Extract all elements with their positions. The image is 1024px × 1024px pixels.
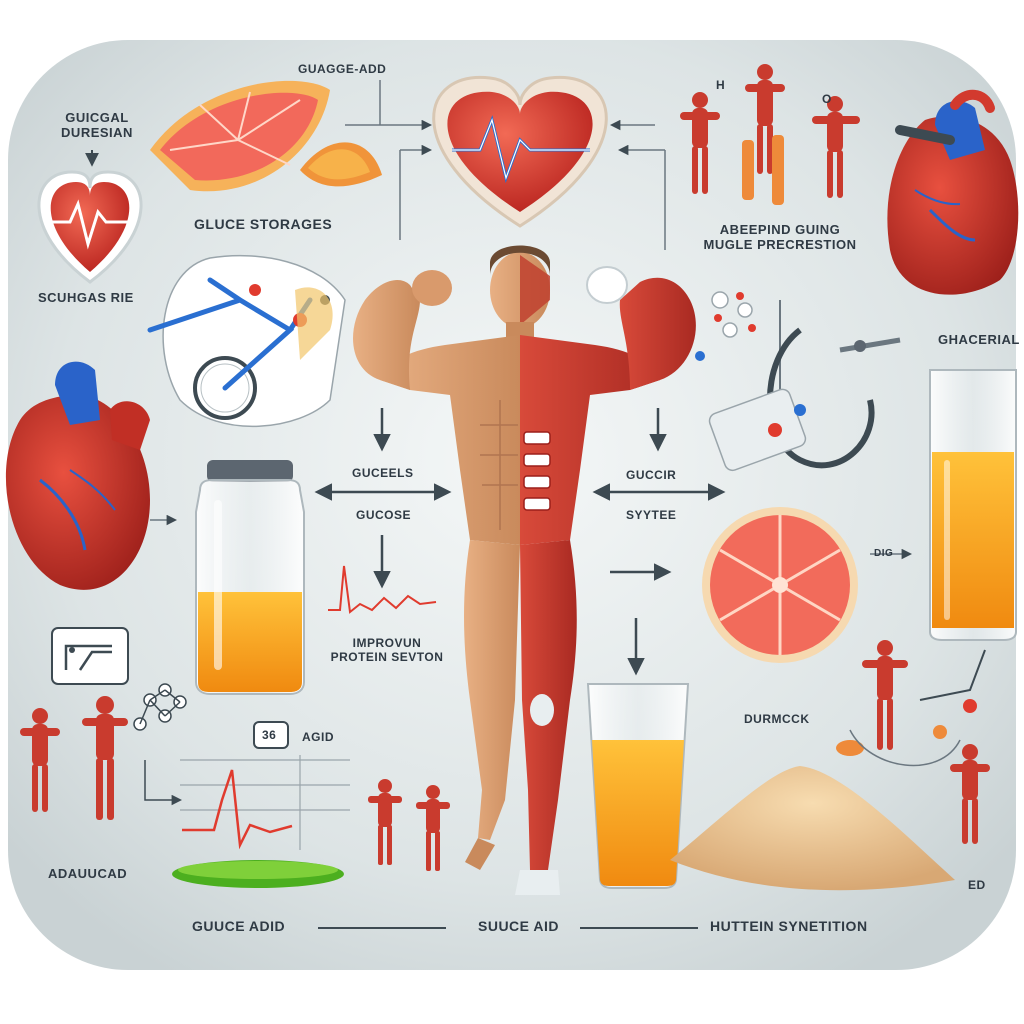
anatomical-heart-right [887, 89, 1019, 295]
label-top-center: GUAGGE-ADD [298, 62, 387, 76]
label-adaducad: ADAUUCAD [48, 866, 128, 881]
label-dig: DIG [874, 548, 894, 559]
juice-glass-right [870, 369, 1017, 641]
label-muscle-prep: ABEEPIND GUING MUGLE PRECRESTION [703, 222, 857, 252]
label-bottom-center: SUUCE AID [478, 918, 559, 934]
grapefruit-half [702, 507, 858, 663]
label-glucose-storage: GLUCE STORAGES [194, 216, 333, 232]
label-gauge-number: 36 [262, 728, 277, 742]
label-agid: AGID [302, 730, 334, 744]
powder-pile [670, 766, 955, 891]
label-improving: IMPROVUN PROTEIN SEVTON [330, 636, 444, 664]
label-h-letter: H [716, 78, 726, 92]
label-durmcck: DURMCCK [744, 712, 810, 726]
juice-bottle-left [195, 460, 305, 695]
muscle-figures-group-bottom [368, 779, 450, 871]
label-center-left-2: GUCOSE [356, 508, 412, 522]
label-ed: ED [968, 878, 986, 892]
bicycle-diagram [147, 254, 346, 427]
ecg-wave-small [328, 565, 437, 614]
label-center-right-2: SYYTEE [626, 508, 677, 522]
muscle-figures-group-left [20, 696, 128, 820]
central-muscle-figure [353, 245, 705, 895]
label-right-top: GHACERIAL [938, 332, 1020, 347]
lab-equipment-illustration [708, 291, 901, 472]
grapefruit-wedge-illustration [150, 80, 382, 192]
juice-glass-center [586, 683, 690, 889]
label-center-right-1: GUCCIR [626, 468, 677, 482]
central-heart-icon [432, 75, 608, 228]
small-heart-icon [37, 150, 143, 284]
molecule-structure [133, 683, 187, 731]
label-left-mid: SCUHGAS RIE [38, 290, 134, 305]
label-center-left-1: GUCEELS [352, 466, 414, 480]
muscle-figures-group-right [836, 640, 990, 844]
label-top-left-title: GUICGAL DURESIAN [61, 110, 133, 140]
sketch-icon-box [51, 627, 129, 685]
center-arrows [314, 408, 726, 676]
label-bottom-left: GUUCE ADID [192, 918, 286, 934]
muscle-figures-group-top [680, 64, 860, 205]
ecg-chart-illustration [144, 721, 350, 888]
anatomical-heart-left [5, 361, 178, 590]
label-bottom-right: HUTTEIN SYNETITION [710, 918, 868, 934]
label-o-letter: O [822, 92, 832, 106]
